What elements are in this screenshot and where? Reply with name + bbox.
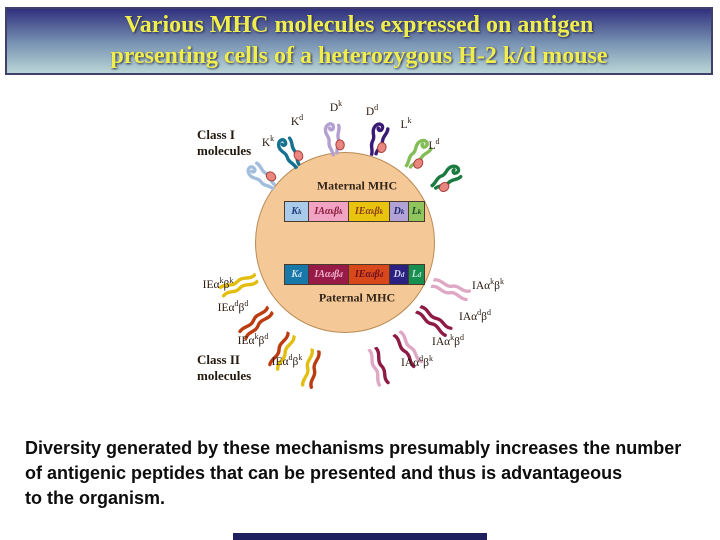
class2-molecule-icon (424, 271, 473, 306)
class1-molecule-label: Kk (261, 134, 275, 149)
class1-molecule-icon (359, 116, 395, 164)
class2-molecule-label: IAαkβd (431, 333, 465, 348)
class2-label-line1: Class II (197, 352, 240, 367)
class2-molecule-icon (409, 297, 457, 341)
class1-molecule-label: Dd (365, 103, 379, 118)
class2-molecule-label: IAαdβd (458, 308, 492, 323)
title-line-1: Various MHC molecules expressed on antig… (124, 12, 594, 38)
class1-molecule-icon (421, 156, 471, 202)
class2-molecule-label: IAαdβk (400, 354, 434, 369)
class2-molecule-label: IAαkβk (471, 277, 505, 292)
class2-molecule-icon (234, 299, 281, 344)
class1-molecule-icon (394, 130, 441, 180)
class2-molecule-icon (216, 268, 265, 302)
title-line-2: presenting cells of a heterozygous H-2 k… (110, 43, 608, 69)
class2-label-line2: molecules (197, 368, 252, 383)
class1-label-line1: Class I (197, 127, 235, 142)
caption-line-2: of antigenic peptides that can be presen… (25, 463, 623, 483)
maternal-mhc-label: Maternal MHC (316, 178, 398, 193)
cell-body (255, 152, 435, 333)
class1-molecule-icon (238, 153, 288, 201)
caption-line-1: Diversity generated by these mechanisms … (25, 438, 682, 458)
title-banner: Various MHC molecules expressed on antig… (5, 7, 713, 75)
class2-molecule-icon (387, 323, 428, 372)
footer-progress-bar (233, 533, 487, 540)
class1-molecule-label: Lk (400, 116, 412, 131)
caption-paragraph: Diversity generated by these mechanisms … (25, 436, 715, 511)
class1-section-label: Class I molecules (197, 127, 251, 159)
class1-molecule-label: Ld (428, 137, 440, 152)
class1-molecule-label: Dk (329, 99, 343, 114)
class2-molecule-label: IEαkβk (202, 276, 234, 291)
class2-section-label: Class II molecules (197, 352, 251, 384)
class2-molecule-icon (297, 342, 328, 391)
paternal-mhc-label: Paternal MHC (318, 290, 396, 305)
class1-molecule-icon (318, 117, 349, 163)
class1-molecule-label: Kd (290, 113, 304, 128)
class1-label-line2: molecules (197, 143, 252, 158)
class2-molecule-icon (264, 325, 304, 374)
class2-molecule-icon (362, 340, 394, 389)
class2-molecule-label: IEαdβd (217, 299, 249, 314)
class1-molecule-icon (268, 128, 312, 178)
class2-molecule-label: IEαkβd (237, 332, 269, 347)
caption-line-3: to the organism. (25, 488, 166, 508)
class2-molecule-label: IEαdβk (271, 353, 303, 368)
